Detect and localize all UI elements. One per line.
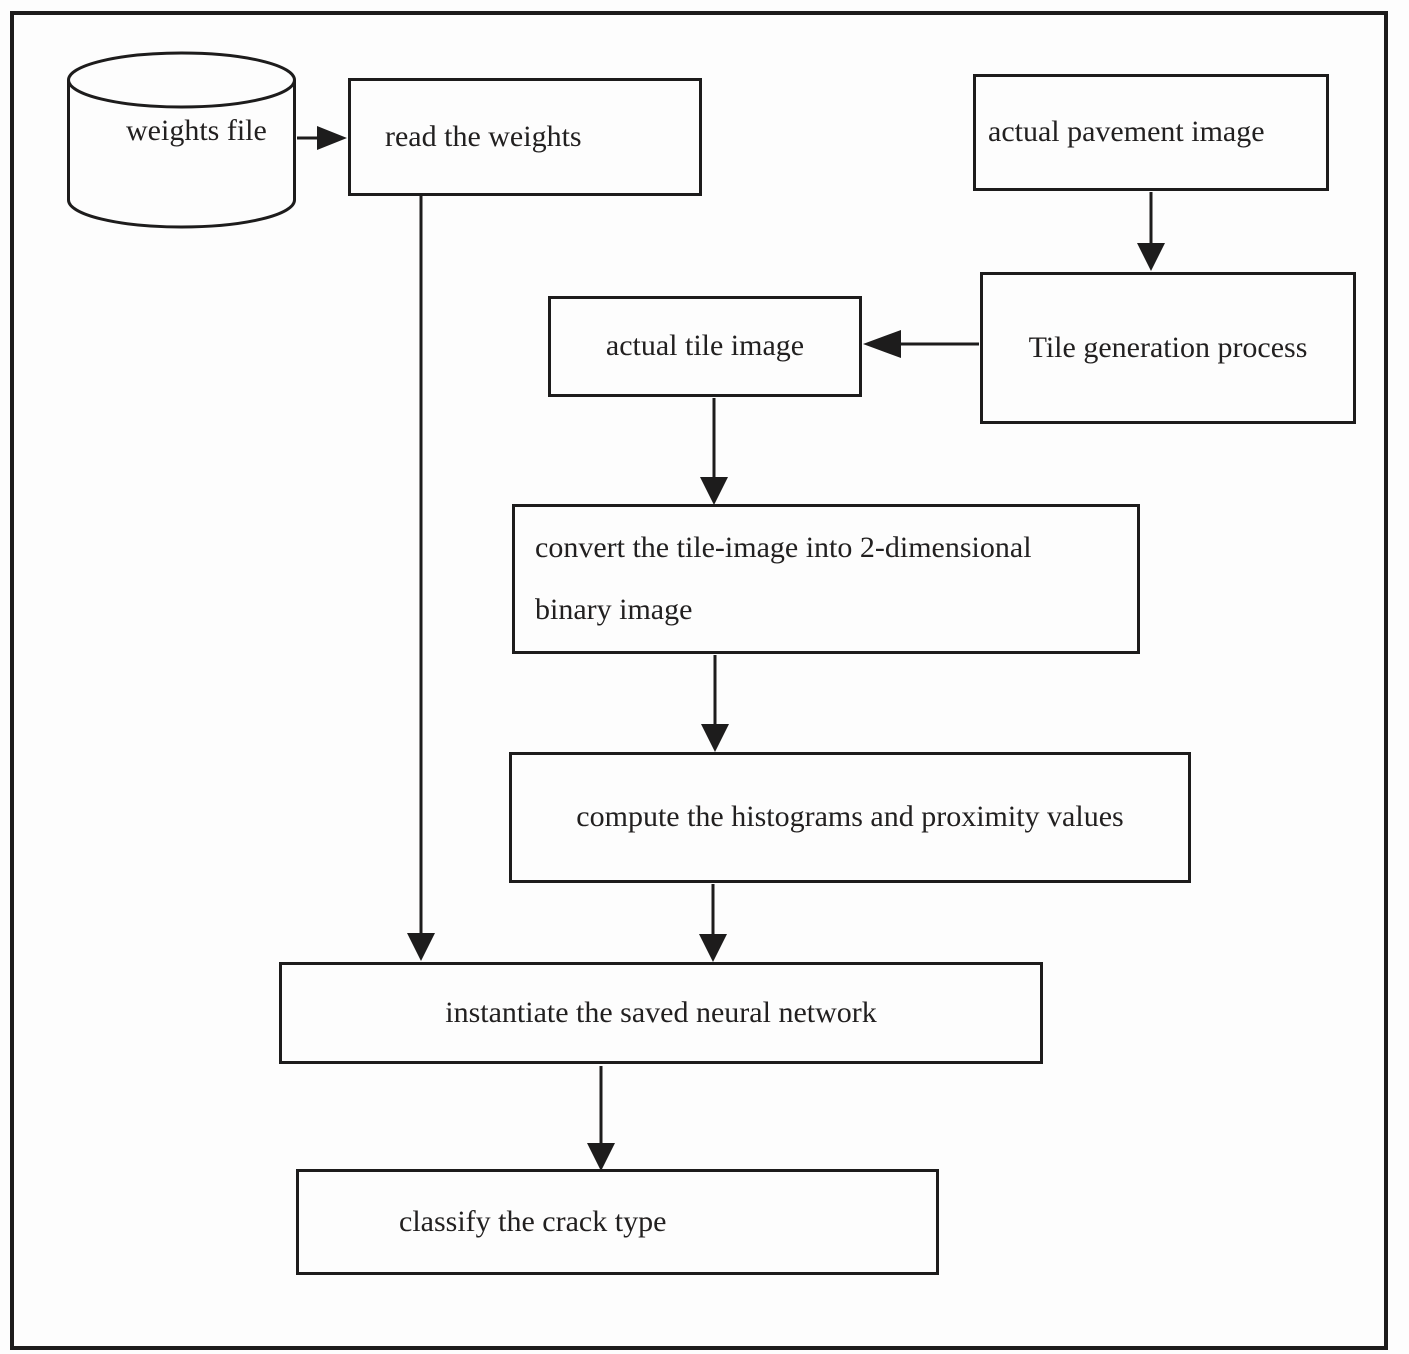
- node-tile-generation-process: Tile generation process: [980, 272, 1356, 424]
- node-compute-histograms: compute the histograms and proximity val…: [509, 752, 1191, 883]
- node-actual-pavement-image-label: actual pavement image: [988, 115, 1265, 149]
- node-actual-tile-image-label: actual tile image: [605, 329, 805, 363]
- node-convert-tile-image-label-line1: convert the tile-image into 2-dimensiona…: [535, 530, 1032, 564]
- node-convert-tile-image-label-line2: binary image: [535, 593, 693, 626]
- node-actual-pavement-image: actual pavement image: [973, 74, 1329, 191]
- node-convert-tile-image: convert the tile-image into 2-dimensiona…: [512, 504, 1140, 654]
- outer-border: [10, 11, 1388, 1350]
- node-weights-file-label: weights file: [126, 114, 267, 147]
- node-instantiate-network-label: instantiate the saved neural network: [445, 995, 877, 1029]
- node-weights-file: weights file: [68, 56, 353, 206]
- node-classify-crack-type: classify the crack type: [296, 1169, 939, 1275]
- node-read-weights: read the weights: [348, 78, 702, 196]
- node-instantiate-network: instantiate the saved neural network: [279, 962, 1043, 1064]
- node-classify-crack-type-label: classify the crack type: [399, 1204, 667, 1238]
- node-actual-tile-image: actual tile image: [548, 296, 862, 397]
- node-read-weights-label: read the weights: [385, 119, 582, 153]
- node-compute-histograms-label: compute the histograms and proximity val…: [576, 800, 1124, 834]
- node-tile-generation-process-label: Tile generation process: [1028, 330, 1308, 364]
